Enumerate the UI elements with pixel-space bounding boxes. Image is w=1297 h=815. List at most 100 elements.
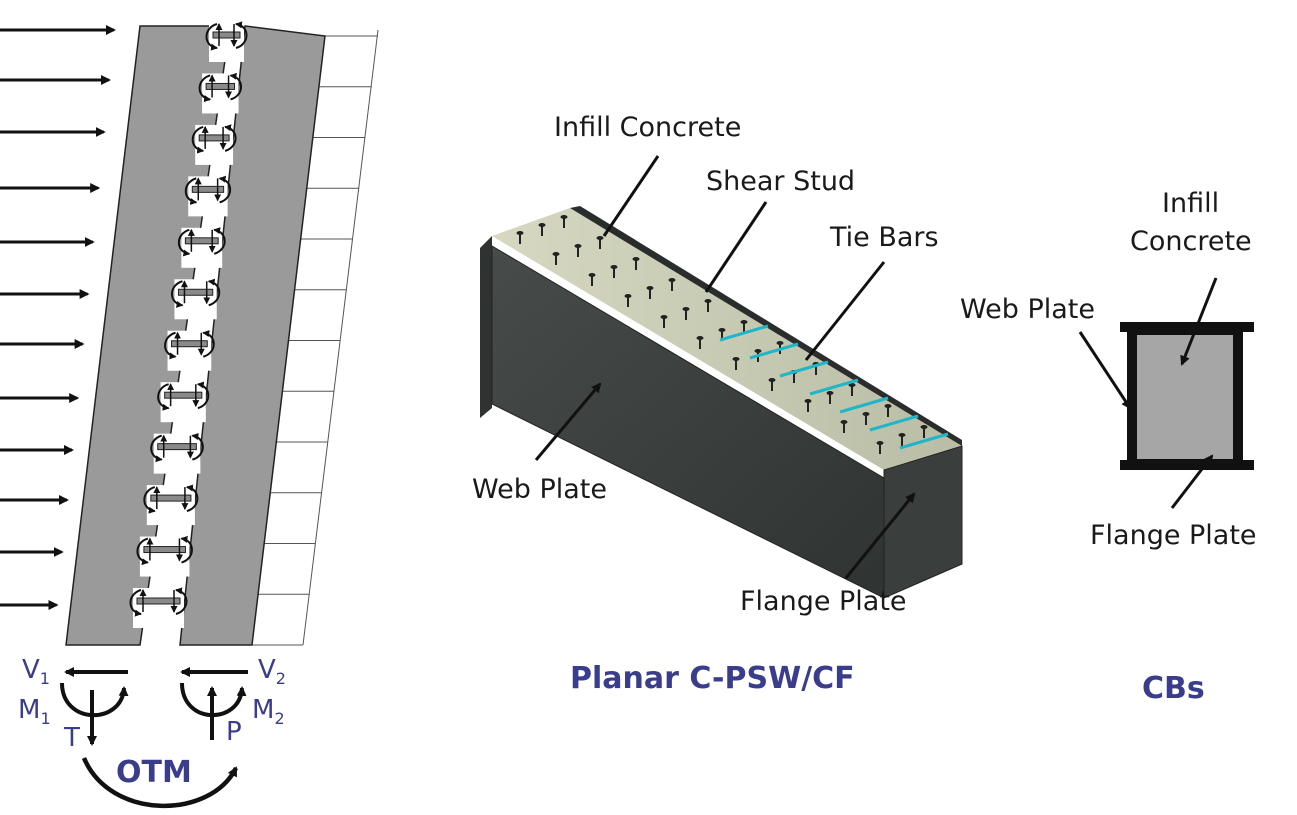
- shear-stud-head: [776, 341, 784, 345]
- coupling-beam: [164, 391, 203, 399]
- title-planar-cpsw: Planar C-PSW/CF: [570, 661, 855, 696]
- shear-stud-head: [552, 252, 560, 256]
- m1-label: M1: [18, 695, 51, 728]
- coupling-beam-moment-right: [207, 278, 221, 307]
- right-wall-pier: [179, 25, 326, 646]
- coupling-beam-moment-right: [175, 587, 188, 615]
- shear-stud-head: [862, 412, 870, 416]
- shear-stud-head: [826, 391, 834, 395]
- coupling-beam-opening: [181, 227, 223, 268]
- shear-stud-head: [740, 320, 748, 324]
- tie-bar: [839, 396, 889, 414]
- shear-stud-head: [538, 223, 546, 227]
- tie-bar-array: [719, 324, 949, 450]
- shear-stud-array: [516, 215, 928, 454]
- coupling-beam: [177, 288, 214, 296]
- coupling-beam-opening: [153, 433, 201, 474]
- coupling-beam-opening: [174, 279, 217, 320]
- tie-bar: [869, 414, 919, 432]
- coupling-beam-moment-right: [196, 381, 210, 410]
- lateral-load-arrows: [0, 25, 116, 610]
- coupling-beam-moment-left: [191, 125, 205, 154]
- shear-stud-head: [704, 299, 712, 303]
- coupling-beam-moment-left: [184, 177, 198, 205]
- shear-stud-head: [718, 328, 726, 332]
- leader-flange-plate: [844, 492, 916, 579]
- coupling-beam: [157, 443, 197, 451]
- coupling-beam-moment-left: [164, 331, 177, 360]
- coupling-beam-moment-left: [205, 23, 218, 51]
- tie-bar: [779, 360, 829, 378]
- coupling-beam-moment-left: [170, 280, 184, 308]
- coupling-beam: [198, 134, 230, 142]
- leader-shear-stud: [704, 201, 768, 293]
- planar-cpsw-diagram: Infill Concrete Shear Stud Tie Bars Web …: [472, 112, 963, 696]
- frame-column-line: [302, 29, 379, 646]
- coupling-beam-opening: [167, 330, 212, 371]
- coupling-beam-opening: [139, 536, 190, 577]
- shear-stud-head: [768, 378, 776, 382]
- shear-stud-head: [624, 294, 632, 298]
- shear-stud-head: [646, 286, 654, 290]
- shear-stud-head: [588, 273, 596, 277]
- shear-stud-head: [848, 383, 856, 387]
- title-cbs: CBs: [1142, 671, 1205, 706]
- coupling-beam-moment-left: [129, 589, 142, 617]
- coupling-beam-moment-right: [224, 124, 237, 152]
- tie-bar: [719, 324, 769, 342]
- top-flange-plate: [1120, 322, 1254, 332]
- leader-cb-flange-plate: [1170, 454, 1214, 509]
- shear-stud-head: [632, 257, 640, 261]
- bottom-flange-plate: [1120, 460, 1254, 470]
- coupling-beam: [212, 31, 241, 39]
- label-tie-bars: Tie Bars: [829, 222, 939, 253]
- shear-stud-head: [920, 425, 928, 429]
- displaced-frame-grid: [252, 29, 379, 646]
- left-flange-plate: [480, 236, 492, 418]
- coupling-beam: [136, 597, 181, 605]
- coupling-beam: [205, 82, 236, 90]
- shear-stud-head: [560, 215, 568, 219]
- shear-stud-head: [840, 420, 848, 424]
- coupling-beam-moment-right: [229, 72, 243, 101]
- coupling-beam-moment-right: [191, 433, 204, 461]
- p-label: P: [226, 717, 242, 747]
- coupling-beam: [143, 546, 186, 554]
- shear-stud-head: [696, 336, 704, 340]
- coupling-beam: [184, 237, 219, 245]
- shear-stud-head: [732, 357, 740, 361]
- base-reactions: V1 M1 T V2 M2 P OTM: [18, 655, 286, 808]
- coupling-beam: [171, 340, 208, 348]
- shear-stud-head: [596, 236, 604, 240]
- coupling-beam-opening: [160, 382, 206, 423]
- v2-label: V2: [258, 655, 286, 688]
- tie-bar: [809, 378, 859, 396]
- label-cb-infill-line2: Concrete: [1130, 226, 1252, 257]
- coupled-wall-diagram: V1 M1 T V2 M2 P OTM: [0, 21, 379, 808]
- tie-bar: [749, 342, 799, 360]
- leader-cb-web-plate: [1078, 331, 1132, 410]
- coupling-beam-column: [129, 21, 248, 628]
- shear-stud-head: [516, 231, 524, 235]
- label-cb-flange-plate: Flange Plate: [1090, 520, 1257, 551]
- coupling-beam-opening: [209, 22, 244, 62]
- otm-moment-arrow: [81, 757, 239, 808]
- coupling-beam-moment-right: [218, 175, 232, 204]
- shear-stud-head: [660, 315, 668, 319]
- label-shear-stud: Shear Stud: [706, 166, 855, 197]
- shear-stud-head: [754, 349, 762, 353]
- coupling-beam-moment-right: [202, 330, 215, 358]
- label-cb-infill-line1: Infill: [1162, 188, 1219, 219]
- coupling-beam-opening: [146, 485, 195, 526]
- label-web-plate: Web Plate: [472, 474, 607, 505]
- label-flange-plate: Flange Plate: [740, 586, 907, 617]
- coupling-beam-moment-right: [185, 484, 199, 513]
- shear-stud-head: [610, 265, 618, 269]
- coupling-beam-moment-left: [150, 434, 163, 463]
- shear-stud-head: [574, 244, 582, 248]
- coupling-beam-moment-left: [157, 383, 170, 411]
- coupling-beam-moment-right: [180, 535, 193, 564]
- coupling-beam-moment-left: [143, 486, 156, 514]
- leader-web-plate: [534, 382, 602, 461]
